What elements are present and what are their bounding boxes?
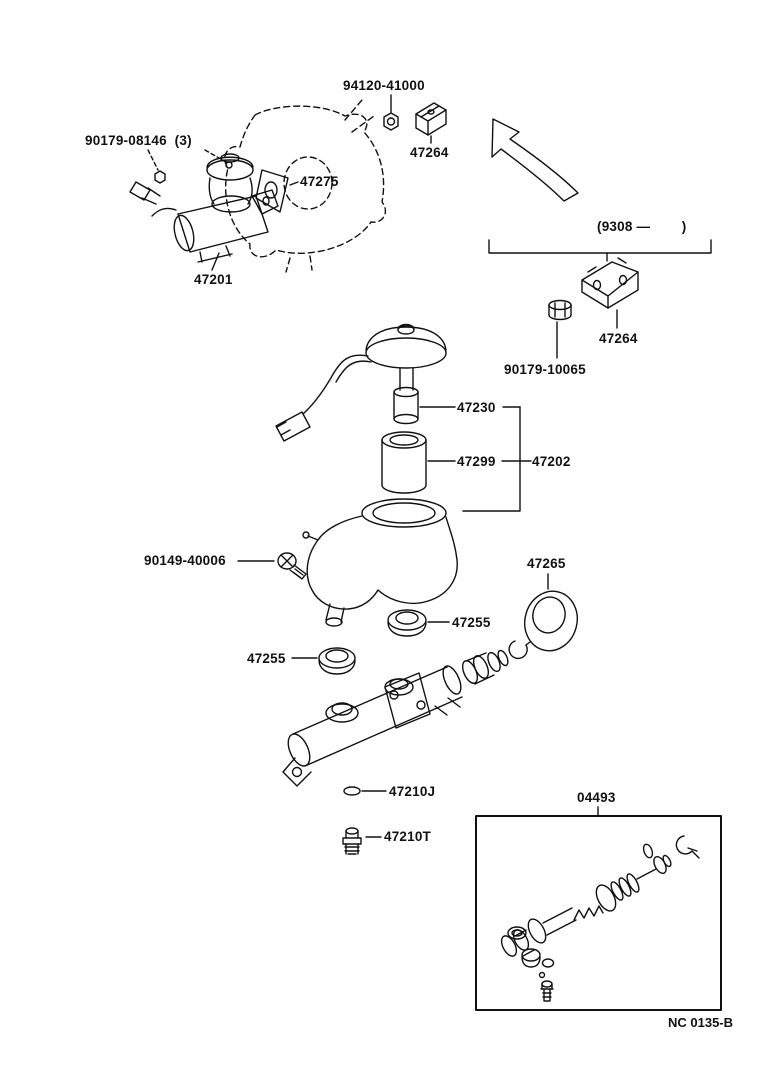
gasket-47210J-shape xyxy=(343,786,361,796)
mounting-nuts-90179-08146 xyxy=(147,149,233,184)
level-sensor-wire xyxy=(275,354,372,442)
gasket-47275 xyxy=(255,169,289,213)
part-label-47202: 47202 xyxy=(532,454,571,469)
clamp-47264-right xyxy=(581,257,639,309)
part-label-90149-40006: 90149-40006 xyxy=(144,553,226,568)
part-label-47264-top: 47264 xyxy=(410,145,449,160)
part-label-47264-right: 47264 xyxy=(599,331,638,346)
part-label-47299: 47299 xyxy=(457,454,496,469)
float-47230 xyxy=(393,367,419,425)
reservoir-cap-assy xyxy=(365,323,447,369)
master-cylinder-assy-47201 xyxy=(129,153,279,263)
part-label-04493: 04493 xyxy=(577,790,616,805)
grommet-47255-left xyxy=(318,647,356,675)
clamp-47264-top xyxy=(415,102,447,136)
leaders-47202-group xyxy=(419,406,532,512)
leader-47201 xyxy=(211,252,220,271)
leader-47275 xyxy=(289,181,299,186)
reservoir-tank-47202 xyxy=(302,498,458,627)
part-label-90179-10065: 90179-10065 xyxy=(504,362,586,377)
part-label-47230: 47230 xyxy=(457,400,496,415)
date-range-bracket xyxy=(488,239,712,262)
part-label-47275: 47275 xyxy=(300,174,339,189)
part-label-47210J: 47210J xyxy=(389,784,436,799)
date-range-label: (9308 — ) xyxy=(597,219,687,234)
part-label-47210T: 47210T xyxy=(384,829,431,844)
filter-47299 xyxy=(381,431,427,494)
direction-arrow xyxy=(491,118,579,202)
nut-94120-41000 xyxy=(383,112,399,131)
part-label-90179-08146: 90179-08146 (3) xyxy=(85,133,192,148)
part-label-94120-41000: 94120-41000 xyxy=(343,78,425,93)
grommet-47265 xyxy=(524,590,578,652)
part-label-47201: 47201 xyxy=(194,272,233,287)
nut-90179-10065 xyxy=(548,299,572,321)
screw-90149-40006 xyxy=(277,552,307,580)
part-label-47265: 47265 xyxy=(527,556,566,571)
grommet-47255-right xyxy=(387,609,427,637)
master-cylinder-body xyxy=(282,649,509,787)
snap-ring xyxy=(508,640,531,660)
bleeder-47210T xyxy=(342,827,362,855)
part-label-47255-left: 47255 xyxy=(247,651,286,666)
drawing-code: NC 0135-B xyxy=(668,1015,734,1030)
repair-kit-box xyxy=(475,815,722,1011)
repair-kit-contents xyxy=(500,835,700,1002)
part-label-47255-right: 47255 xyxy=(452,615,491,630)
